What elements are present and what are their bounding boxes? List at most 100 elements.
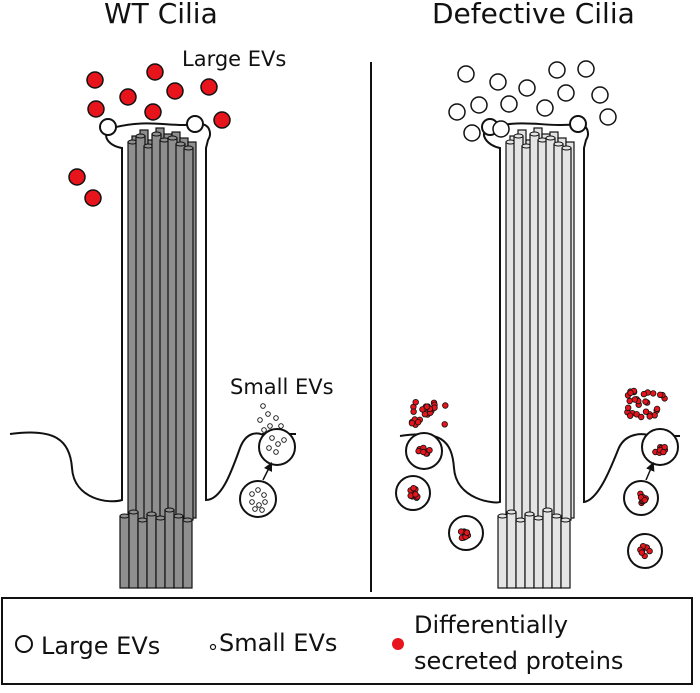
large-ev-empty (448, 103, 466, 121)
defective-basal-body (497, 507, 571, 589)
basal-body-tip (542, 507, 553, 513)
secreted-protein-dot (642, 408, 650, 415)
defective-secreted-proteins (407, 387, 669, 560)
basal-body-tip (524, 511, 535, 517)
small-ev (275, 441, 281, 447)
basal-body-tubule (155, 517, 166, 589)
basal-body-tubule (128, 511, 139, 589)
legend-protein-icon (392, 638, 404, 650)
defective-microtubule-bundle (505, 127, 575, 521)
small-ev (257, 417, 263, 423)
legend-large-ev-icon (15, 635, 33, 653)
basal-body-tubule (146, 513, 157, 589)
secreted-protein-dot (640, 390, 648, 398)
small-ev (261, 427, 267, 433)
large-ev-red (146, 63, 164, 81)
large-ev-red (68, 168, 86, 186)
secreted-protein-dot (642, 398, 649, 405)
basal-body-tubule (164, 509, 175, 589)
small-ev (278, 423, 284, 429)
basal-body-tip (137, 517, 148, 523)
wt-cilia-panel (9, 63, 296, 589)
small-ev (255, 487, 261, 493)
basal-body-tip (119, 513, 130, 519)
secreted-protein-dot (641, 497, 648, 504)
large-ev-red (144, 103, 162, 121)
wt-mvb-arrow (262, 461, 273, 481)
small-ev (267, 423, 273, 429)
legend-proteins-label-1: Differentially (414, 611, 569, 639)
basal-body-tubule (173, 515, 184, 589)
large-ev-red (84, 189, 102, 207)
basal-body-tip (560, 517, 571, 523)
large-ev-empty (489, 73, 507, 91)
secreted-protein-dot (410, 408, 417, 415)
large-ev-empty (457, 65, 475, 83)
basal-body-tubule (506, 511, 517, 589)
basal-body-tubule (551, 515, 562, 589)
basal-body-tubule (524, 513, 535, 589)
large-ev-red (87, 100, 105, 118)
secreted-protein-dot (442, 402, 449, 409)
secreted-protein-dot (627, 389, 634, 397)
large-ev-empty (591, 86, 609, 104)
secreted-protein-dot (412, 491, 419, 498)
wt-membrane-bud (99, 118, 117, 136)
small-evs-label: Small EVs (230, 375, 334, 399)
microtubule-tip (553, 141, 564, 147)
secreted-protein-dot (650, 390, 657, 397)
large-ev-empty (557, 84, 575, 102)
secreted-protein-dot (638, 549, 645, 556)
secreted-protein-dot (625, 404, 632, 411)
basal-body-tubule (533, 517, 544, 589)
large-ev-empty (500, 95, 518, 113)
basal-body-tip (128, 509, 139, 515)
legend: Large EVs Small EVs Differentially secre… (1, 597, 693, 685)
basal-body-tubule (182, 519, 193, 589)
basal-body-tubule (119, 515, 130, 589)
small-ev (281, 437, 287, 443)
small-ev (252, 506, 258, 512)
microtubule-tip (175, 141, 186, 147)
small-ev (261, 492, 267, 498)
secreted-protein-dot (412, 399, 419, 406)
small-ev (262, 499, 268, 505)
basal-body-tip (515, 517, 526, 523)
basal-body-tubule (560, 519, 571, 589)
large-ev-red (119, 88, 137, 106)
secreted-protein-dot (420, 448, 427, 456)
secreted-protein-dot (631, 396, 638, 403)
small-ev (260, 403, 266, 409)
microtubule-tip (183, 145, 194, 151)
large-ev-empty (536, 99, 554, 117)
small-ev (273, 415, 279, 421)
secreted-protein-dot (441, 421, 448, 428)
secreted-protein-dot (457, 528, 465, 535)
secreted-protein-dot (408, 420, 416, 427)
microtubule-tip (545, 135, 556, 141)
secreted-protein-dot (423, 403, 431, 410)
basal-body-tubule (542, 509, 553, 589)
small-ev (249, 491, 255, 497)
small-ev (256, 502, 262, 508)
small-ev (249, 499, 255, 505)
large-ev-empty (599, 108, 617, 126)
secreted-protein-dot (463, 529, 471, 536)
small-ev (273, 449, 279, 455)
secreted-protein-dot (646, 413, 653, 420)
small-ev (259, 507, 265, 513)
wt-membrane-bud (186, 115, 204, 133)
microtubule-tip (529, 131, 540, 137)
large-ev-empty (577, 60, 595, 78)
basal-body-tip (533, 515, 544, 521)
wt-large-evs (68, 63, 231, 207)
legend-symbols (15, 635, 404, 653)
microtubule-tip (135, 133, 146, 139)
secreted-protein-dot (660, 448, 667, 456)
secreted-protein-dot (414, 419, 422, 426)
basal-body-tubule (137, 519, 148, 589)
basal-body-tip (182, 517, 193, 523)
legend-small-ev-icon (209, 643, 217, 651)
defective-large-evs (448, 60, 617, 142)
secreted-protein-dot (421, 411, 429, 418)
